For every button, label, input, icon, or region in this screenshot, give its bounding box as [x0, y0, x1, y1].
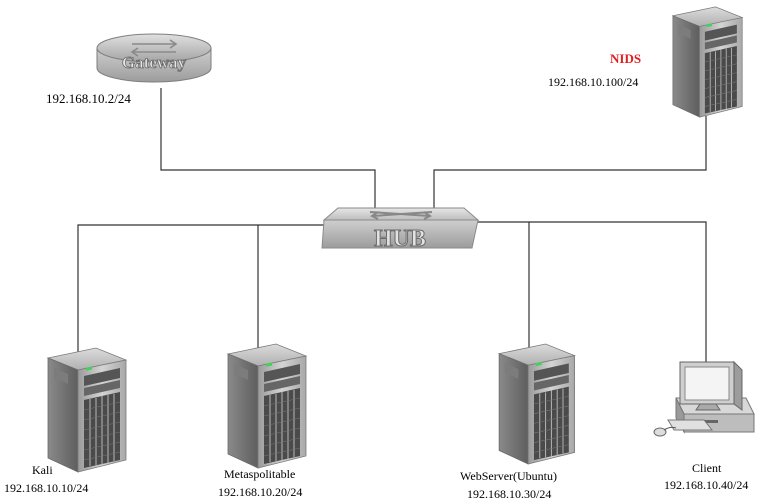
- kali-ip-label: 192.168.10.10/24: [4, 481, 89, 495]
- nids-name-label: NIDS: [610, 51, 642, 66]
- nids-server-icon: [672, 6, 743, 118]
- gateway-logo-text: Gateway: [122, 53, 187, 72]
- link-hub-client: [529, 221, 707, 368]
- client-ip-label: 192.168.10.40/24: [664, 478, 749, 492]
- webserver-ip-label: 192.168.10.30/24: [467, 487, 552, 501]
- kali-name-label: Kali: [32, 463, 53, 477]
- webserver-server-icon: [498, 343, 576, 465]
- link-gateway-hub: [160, 88, 376, 210]
- link-nids-hub: [433, 116, 707, 210]
- hub-logo-text: HUB: [374, 226, 426, 252]
- metaspolitable-name-label: Metaspolitable: [224, 467, 296, 481]
- gateway-ip-label: 192.168.10.2/24: [46, 91, 131, 106]
- client-desktop-icon: [653, 360, 755, 437]
- kali-server-icon: [47, 347, 127, 473]
- client-name-label: Client: [692, 461, 722, 475]
- hub-icon: [321, 207, 480, 249]
- link-hub-kali: [77, 224, 345, 365]
- metaspolitable-ip-label: 192.168.10.20/24: [218, 485, 303, 499]
- webserver-name-label: WebServer(Ubuntu): [460, 469, 558, 483]
- nids-ip-label: 192.168.10.100/24: [548, 75, 639, 89]
- network-links: [77, 88, 707, 368]
- metaspolitable-server-icon: [227, 343, 307, 469]
- gateway-router-icon: [96, 33, 212, 83]
